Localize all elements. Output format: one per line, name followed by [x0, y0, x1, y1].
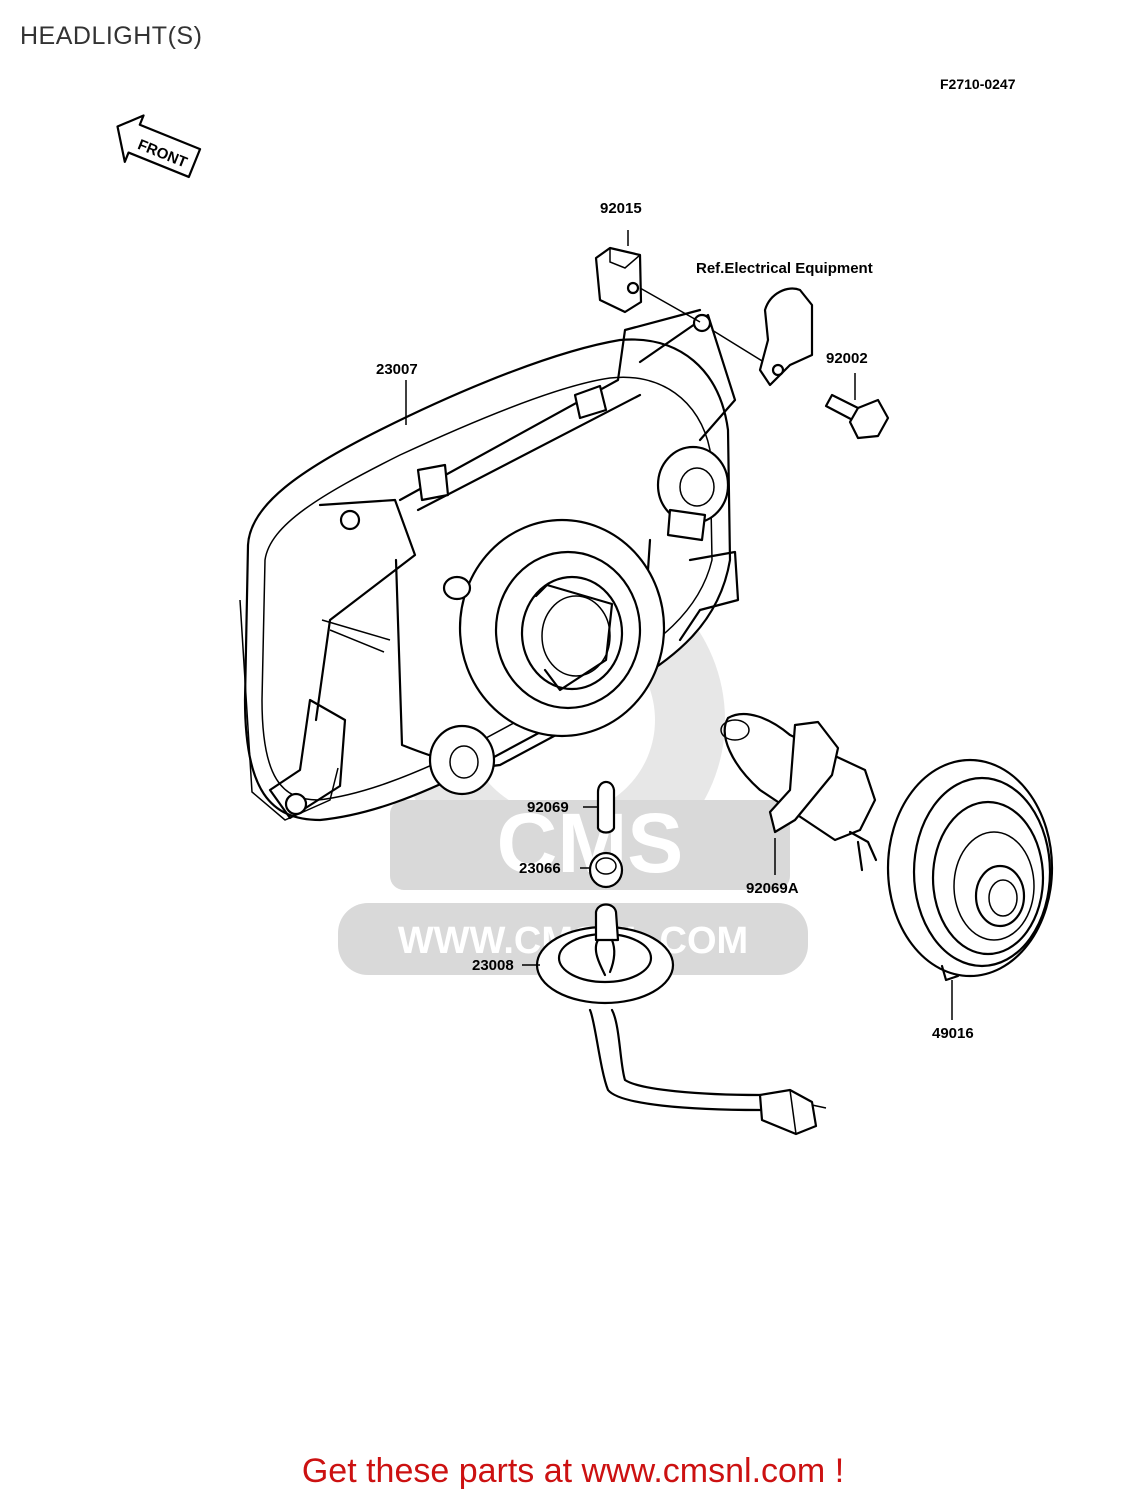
part-23008-socket-lead [522, 903, 827, 1136]
label-92015: 92015 [600, 200, 642, 217]
label-23008: 23008 [472, 957, 514, 974]
page-title: HEADLIGHT(S) [20, 22, 203, 50]
front-arrow: FRONT [116, 114, 202, 179]
watermark-brand-plate [390, 800, 790, 890]
part-49016-lens [886, 758, 1054, 1020]
label-23066: 23066 [519, 860, 561, 877]
label-reference-note: Ref.Electrical Equipment [696, 260, 873, 277]
label-92069: 92069 [527, 799, 569, 816]
part-92069a-bulb [720, 713, 878, 875]
part-92069-small-bulb [583, 780, 616, 834]
label-92002: 92002 [826, 350, 868, 367]
label-23007: 23007 [376, 361, 418, 378]
reference-bracket [758, 287, 814, 387]
cta-link[interactable]: Get these parts at www.cmsnl.com ! [301, 1452, 845, 1490]
part-23066-grommet [580, 851, 624, 889]
figure-code: F2710-0247 [940, 76, 1016, 92]
part-92002-bolt [824, 373, 890, 440]
label-92069a: 92069A [746, 880, 799, 897]
headlight-housing [239, 308, 740, 822]
label-49016: 49016 [932, 1025, 974, 1042]
part-92015-clip [594, 230, 643, 314]
